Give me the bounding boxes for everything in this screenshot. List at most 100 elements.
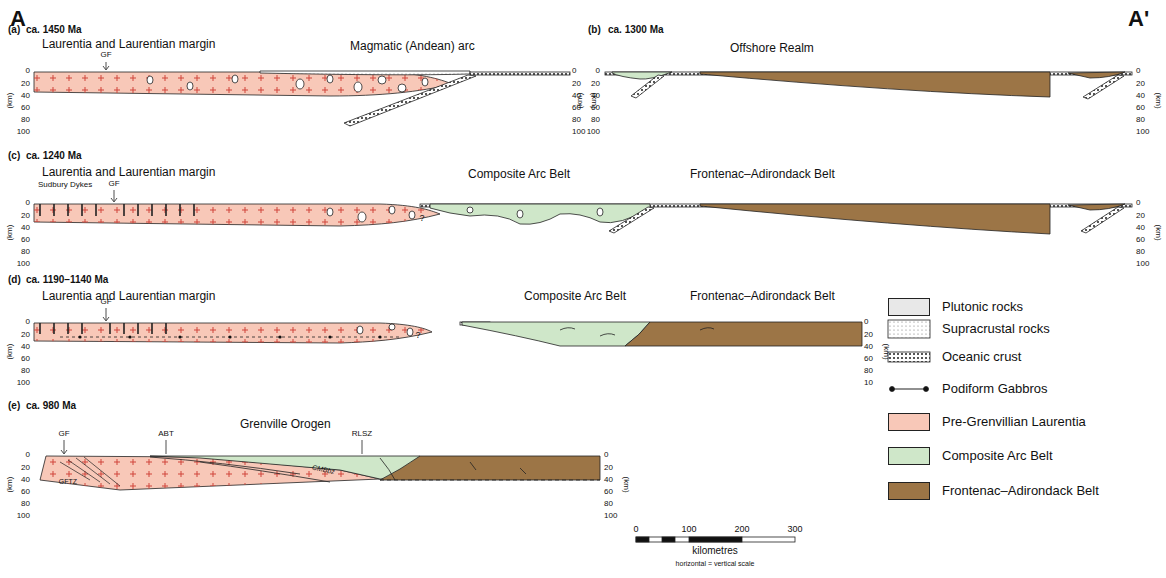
depth-tick: 40 [591, 91, 600, 100]
domain-label: Grenville Orogen [240, 418, 331, 432]
depth-tick: 100 [17, 127, 30, 136]
depth-tick: 80 [21, 247, 30, 256]
depth-tick: 20 [591, 79, 600, 88]
depth-tick: 80 [864, 366, 873, 375]
depth-tick: 80 [21, 499, 30, 508]
depth-tick: 40 [864, 342, 873, 351]
legend-swatch [888, 482, 930, 500]
depth-tick: 20 [1136, 211, 1145, 220]
depth-unit: (km) [621, 477, 630, 493]
depth-tick: 20 [21, 79, 30, 88]
age-label: ca. 1190–1140 Ma [26, 274, 108, 286]
age-label: ca. 1240 Ma [26, 150, 82, 162]
depth-tick: 40 [21, 342, 30, 351]
depth-tick: 40 [21, 223, 30, 232]
depth-tick: 20 [21, 463, 30, 472]
fault-label: RLSZ [352, 429, 372, 438]
depth-tick: 60 [1136, 235, 1145, 244]
depth-unit: (km) [5, 344, 14, 360]
depth-tick: 100 [1136, 259, 1149, 268]
scale-number: 200 [734, 524, 749, 534]
depth-tick: 40 [1136, 223, 1145, 232]
depth-tick: 0 [26, 450, 30, 459]
depth-tick: 80 [572, 115, 581, 124]
depth-tick: 100 [1136, 127, 1149, 136]
depth-tick: 100 [587, 127, 600, 136]
depth-tick: 20 [604, 463, 613, 472]
depth-tick: 0 [572, 66, 576, 75]
scale-number: 0 [633, 524, 638, 534]
depth-tick: 100 [17, 511, 30, 520]
legend-text: Supracrustal rocks [942, 322, 1050, 337]
depth-tick: 40 [1136, 91, 1145, 100]
age-label: ca. 1300 Ma [608, 24, 664, 36]
depth-tick: 20 [1136, 79, 1145, 88]
query-mark: ? [419, 213, 424, 223]
age-label: ca. 1450 Ma [26, 24, 82, 36]
depth-tick: 80 [21, 366, 30, 375]
depth-unit: (km) [881, 344, 890, 360]
depth-tick: 100 [17, 259, 30, 268]
legend-text: Plutonic rocks [942, 300, 1023, 315]
belt-label: Frontenac–Adirondack Belt [690, 168, 835, 182]
panel-letter: (c) [8, 150, 20, 162]
domain-label: Laurentia and Laurentian margin [42, 38, 215, 52]
scale-number: 300 [787, 524, 802, 534]
depth-unit: (km) [5, 93, 14, 109]
depth-tick: 0 [26, 317, 30, 326]
scale-note: horizontal = vertical scale [676, 560, 755, 568]
depth-unit: (km) [1153, 225, 1162, 241]
depth-unit: (km) [1153, 93, 1162, 109]
fault-label: GF [58, 429, 69, 438]
legend-text: Composite Arc Belt [942, 449, 1053, 464]
depth-tick: 0 [1136, 198, 1140, 207]
belt-label: Composite Arc Belt [468, 168, 570, 182]
panel-letter: (b) [588, 24, 601, 36]
fault-label: GF [108, 179, 119, 188]
depth-tick: 80 [1136, 115, 1145, 124]
legend-swatch [888, 298, 930, 316]
fault-label: GF [100, 297, 111, 306]
depth-tick: 60 [604, 487, 613, 496]
domain-label: Magmatic (Andean) arc [350, 40, 475, 54]
query-mark: ? [415, 330, 420, 340]
legend-text: Oceanic crust [942, 350, 1021, 365]
legend-swatch [888, 447, 930, 465]
belt-label: Composite Arc Belt [524, 290, 626, 304]
depth-tick: 0 [26, 66, 30, 75]
depth-tick: 100 [604, 511, 617, 520]
depth-tick: 100 [572, 127, 585, 136]
depth-tick: 10 [864, 378, 873, 387]
depth-unit: (km) [5, 225, 14, 241]
panel-letter: (d) [8, 274, 21, 286]
depth-tick: 80 [604, 499, 613, 508]
legend-swatch [888, 413, 930, 431]
domain-label: Laurentia and Laurentian margin [42, 166, 215, 180]
depth-tick: 80 [21, 115, 30, 124]
legend-text: Frontenac–Adirondack Belt [942, 484, 1099, 499]
depth-unit: (km) [575, 93, 584, 109]
domain-label: Laurentia and Laurentian margin [42, 290, 215, 304]
belt-label: Frontenac–Adirondack Belt [690, 290, 835, 304]
fault-label: ABT [158, 429, 174, 438]
depth-tick: 0 [1136, 66, 1140, 75]
legend-text: Podiform Gabbros [942, 382, 1048, 397]
depth-tick: 60 [1136, 103, 1145, 112]
depth-tick: 60 [21, 487, 30, 496]
depth-tick: 20 [864, 330, 873, 339]
depth-tick: 100 [17, 378, 30, 387]
fault-label: GF [100, 50, 111, 59]
depth-tick: 80 [591, 115, 600, 124]
depth-unit: (km) [5, 477, 14, 493]
scale-number: 100 [681, 524, 696, 534]
depth-tick: 0 [596, 66, 600, 75]
depth-tick: 0 [864, 317, 868, 326]
panel-letter: (a) [8, 24, 20, 36]
depth-tick: 60 [21, 354, 30, 363]
panel-letter: (e) [8, 400, 20, 412]
scale-unit: kilometres [692, 545, 738, 557]
depth-tick: 40 [21, 475, 30, 484]
depth-tick: 80 [1136, 247, 1145, 256]
domain-label: Offshore Realm [730, 42, 814, 56]
